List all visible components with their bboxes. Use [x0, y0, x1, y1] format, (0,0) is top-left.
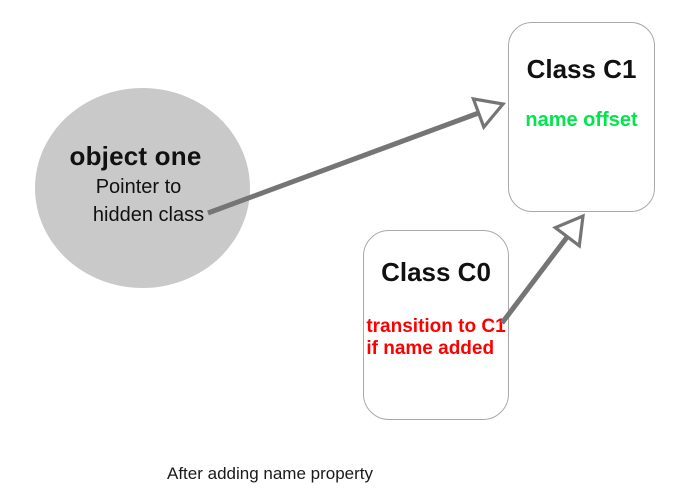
class-c0-node: Class C0 transition to C1 if name added [363, 230, 509, 420]
class-c0-detail: transition to C1 if name added [366, 316, 505, 360]
object-one-node: object one Pointer to hidden class [35, 88, 250, 288]
arrow-head-icon [552, 213, 585, 249]
arrow-head-icon [470, 96, 507, 131]
object-one-subtitle-line2: hidden class [92, 204, 205, 226]
arrow-class-c0-to-class-c1 [500, 213, 585, 325]
diagram-caption: After adding name property [166, 464, 373, 483]
class-c0-title: Class C0 [381, 257, 491, 287]
class-c1-node: Class C1 name offset [508, 22, 655, 212]
class-c0-detail-line2: if name added [366, 338, 495, 359]
arrow-object-one-to-class-c1 [207, 96, 507, 216]
object-one-title: object one [69, 141, 202, 171]
class-c1-detail: name offset [525, 109, 638, 131]
class-c0-detail-line1: transition to C1 [366, 316, 506, 337]
object-one-subtitle-line1: Pointer to [95, 176, 182, 198]
class-c1-title: Class C1 [526, 54, 637, 84]
arrow-shaft [500, 235, 570, 325]
